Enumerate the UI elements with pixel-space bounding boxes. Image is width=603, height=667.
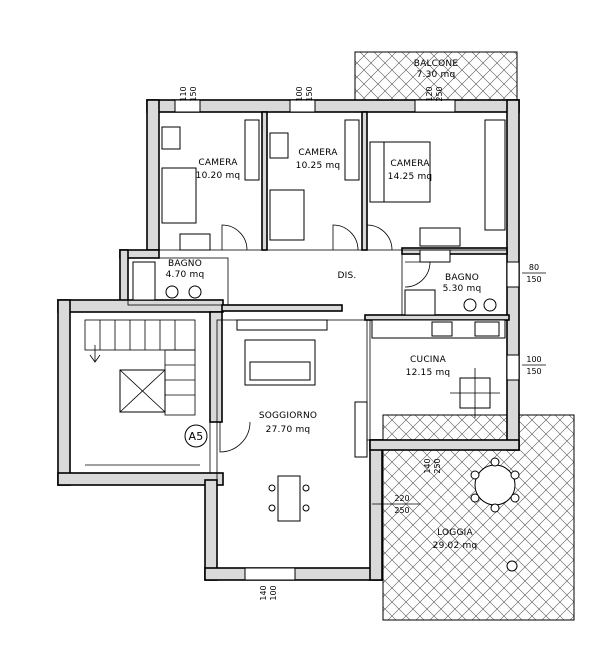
soggiorno-name: SOGGIORNO: [259, 411, 317, 421]
doors: [219, 224, 431, 453]
svg-text:150: 150: [305, 86, 314, 101]
bagno-1-fixtures: [132, 233, 211, 301]
svg-text:150: 150: [526, 275, 541, 284]
svg-text:250: 250: [433, 458, 442, 473]
camera1-area: 10.20 mq: [196, 171, 241, 181]
svg-text:100: 100: [295, 86, 304, 101]
svg-text:150: 150: [189, 86, 198, 101]
staircase: [84, 319, 200, 466]
dim-window-3: 120 250: [425, 86, 444, 101]
svg-text:140: 140: [259, 585, 268, 600]
bed-2: [269, 119, 360, 241]
svg-text:250: 250: [394, 506, 409, 515]
camera3-area: 14.25 mq: [388, 172, 433, 182]
dim-bottom: 140 100: [259, 585, 278, 600]
soggiorno-area: 27.70 mq: [266, 425, 311, 435]
kitchen-counter: [371, 319, 506, 418]
dis-name: DIS.: [338, 271, 357, 281]
camera1-name: CAMERA: [198, 158, 238, 168]
svg-text:150: 150: [526, 367, 541, 376]
unit-tag-label: A5: [189, 430, 204, 443]
balcone-name: BALCONE: [414, 59, 459, 69]
dim-living: 220 250: [372, 494, 420, 515]
unit-tag-circle: [184, 424, 208, 448]
camera2-area: 10.25 mq: [296, 161, 341, 171]
cucina-name: CUCINA: [410, 355, 447, 365]
cabinet: [354, 401, 368, 458]
loggia-name: LOGGIA: [437, 528, 473, 538]
bagno-2-fixtures: [404, 249, 497, 316]
balcone-area: 7.30 mq: [417, 70, 456, 80]
dim-east-1: 80 150: [522, 263, 546, 284]
dining-table: [268, 475, 310, 522]
loggia-table: [470, 457, 520, 572]
cucina-area: 12.15 mq: [406, 368, 451, 378]
svg-text:80: 80: [529, 263, 539, 272]
camera2-name: CAMERA: [298, 148, 338, 158]
windows: [174, 99, 520, 581]
svg-text:250: 250: [435, 86, 444, 101]
bed-3: [369, 119, 506, 247]
bagno2-area: 5.30 mq: [443, 284, 482, 294]
dim-kitchen: 140 250: [423, 458, 442, 473]
svg-text:100: 100: [269, 585, 278, 600]
bagno1-name: BAGNO: [168, 259, 202, 269]
dim-east-2: 100 150: [522, 355, 546, 376]
bagno1-area: 4.70 mq: [166, 270, 205, 280]
balcone-floor: [354, 51, 518, 103]
dim-window-2: 100 150: [295, 86, 314, 101]
loggia-area: 29.02 mq: [433, 541, 478, 551]
svg-text:140: 140: [423, 458, 432, 473]
svg-text:110: 110: [179, 86, 188, 101]
dim-window-1: 110 150: [179, 86, 198, 101]
bagno2-name: BAGNO: [445, 273, 479, 283]
bed-1: [161, 119, 260, 224]
sofa: [236, 319, 328, 386]
camera3-name: CAMERA: [390, 159, 430, 169]
svg-text:220: 220: [394, 494, 409, 503]
svg-text:100: 100: [526, 355, 541, 364]
svg-text:120: 120: [425, 86, 434, 101]
